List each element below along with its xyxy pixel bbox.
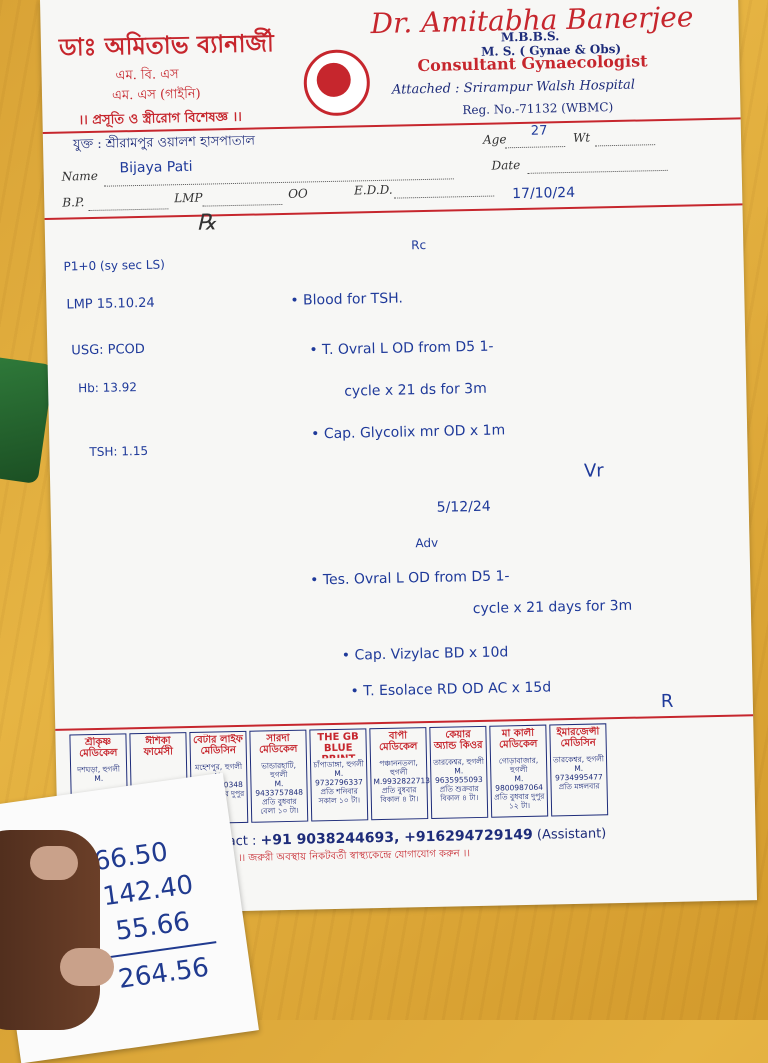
name-label: Name — [61, 168, 98, 184]
mother-baby-icon — [316, 62, 352, 98]
pharmacy-card: THE GB BLUE PRINT চাঁপাডাঙ্গা, হুগলী M. … — [309, 728, 369, 822]
pharmacy-time: প্রতি শুক্রবার বিকাল ৪ টা। — [439, 783, 479, 803]
letterhead: ডাঃ অমিতাভ ব্যানার্জী এম. বি. এস এম. এস … — [40, 0, 743, 230]
pharmacy-phone: M. 9734995477 — [554, 763, 603, 783]
pharmacy-card: বাপী মেডিকেল পঞ্চাননতলা, হুগলী M.9932822… — [369, 727, 430, 821]
pharmacy-name: বেটার লাইফ মেডিসিন — [193, 733, 244, 757]
age-value: 27 — [530, 123, 548, 139]
rx-symbol: ℞ — [196, 210, 217, 236]
pharmacy-card: সারদা মেডিকেল ভান্ডারহাটি, হুগলী M. 9433… — [249, 729, 309, 823]
thumbnail — [30, 846, 78, 880]
pharmacy-phone: M. 9635955093 — [434, 766, 483, 785]
bp-dots — [88, 207, 169, 212]
pharmacy-name: মা কালী মেডিকেল — [498, 727, 538, 751]
visit2-signature: R — [660, 690, 674, 713]
prescription-paper: ডাঃ অমিতাভ ব্যানার্জী এম. বি. এস এম. এস … — [40, 0, 758, 915]
degree-bengali-1: এম. বি. এস — [115, 67, 179, 84]
pharmacy-time: প্রতি শনিবার সকাল ১০ টা। — [318, 786, 361, 806]
age-dots — [505, 145, 566, 149]
pharmacy-card: মা কালী মেডিকেল গোড়াবাজার, হুগলী M. 980… — [489, 724, 549, 818]
fields-divider — [44, 203, 743, 220]
visit1-marker: Rc — [411, 237, 427, 253]
lmp-label: LMP — [174, 190, 203, 206]
registration-number: Reg. No.-71132 (WBMC) — [462, 100, 614, 118]
contact-line: act : +91 9038244693, +916294729149 (Ass… — [227, 825, 607, 849]
note-hb: Hb: 13.92 — [77, 380, 138, 396]
pharmacy-time — [133, 763, 184, 764]
age-label: Age — [482, 132, 507, 147]
visit1-line-4: • Cap. Glycolix mr OD x 1m — [310, 422, 506, 443]
fingernail — [60, 948, 114, 986]
visit2-date: 5/12/24 — [436, 498, 491, 516]
date-dots — [527, 168, 668, 174]
date-value: 17/10/24 — [512, 184, 576, 203]
slip-total: 264.56 — [116, 952, 211, 995]
note-tsh: TSH: 1.15 — [89, 443, 149, 460]
pharmacy-phone: M. 9800987064 — [495, 774, 544, 793]
pharmacy-name: ঈশিকা ফার্মেসী — [143, 735, 174, 758]
date-label: Date — [491, 157, 521, 173]
pharmacy-name: THE GB BLUE PRINT — [317, 731, 359, 758]
slip-value-1: 66.50 — [91, 837, 170, 878]
visit1-line-1: • Blood for TSH. — [290, 290, 404, 309]
pharmacy-phone: M. 9732796337 — [315, 768, 363, 788]
pharmacy-address: পঞ্চাননতলা, হুগলী — [379, 758, 418, 777]
pharmacy-time: প্রতি বুধবার বিকাল ৪ টা। — [380, 785, 419, 805]
name-dots — [103, 177, 454, 187]
pharmacy-phone — [133, 763, 184, 764]
name-value: Bijaya Pati — [119, 158, 193, 177]
visit2-line-3: • Cap. Vizylac BD x 10d — [341, 644, 509, 664]
weight-dots — [595, 143, 656, 147]
pharmacy-name: সারদা মেডিকেল — [258, 732, 298, 756]
pharmacy-phone: M. 9433757848 — [255, 779, 304, 798]
visit2-marker: Adv — [415, 535, 439, 551]
visit1-line-2: • T. Ovral L OD from D5 1- — [309, 338, 494, 359]
contact-note: (Assistant) — [536, 826, 607, 843]
degree-english: M.B.B.S. — [500, 29, 560, 45]
consultant-english: Consultant Gynaecologist — [417, 51, 648, 76]
doctor-name-bengali: ডাঃ অমিতাভ ব্যানার্জী — [58, 28, 275, 62]
visit2-line-4: • T. Esolace RD OD AC x 15d — [350, 679, 552, 700]
pharmacy-card: কেয়ার অ্যান্ড কিওর তারকেশ্বর, হুগলী M. … — [429, 725, 489, 819]
note-obstetric: P1+0 (sy sec LS) — [63, 257, 165, 274]
edd-label: E.D.D. — [353, 182, 393, 198]
visit1-line-3: cycle x 21 ds for 3m — [344, 380, 487, 400]
oo-label: OO — [287, 186, 308, 201]
visit2-line-2: cycle x 21 days for 3m — [472, 597, 633, 618]
pharmacy-name: ইমারজেন্সী মেডিসিন — [556, 726, 600, 750]
visit2-line-1: • Tes. Ovral L OD from D5 1- — [310, 568, 510, 589]
pharmacy-time: প্রতি মঙ্গলবার — [558, 781, 600, 792]
visit1-signature: Vr — [583, 460, 604, 482]
pharmacy-footer: শ্রীকৃষ্ণ মেডিকেল দশঘড়া, হুগলী M. ঈশিকা… — [55, 714, 754, 864]
pharmacy-address: ভান্ডারহাটি, হুগলী — [261, 760, 297, 780]
pharmacy-name: বাপী মেডিকেল — [378, 730, 418, 754]
bp-label: B.P. — [62, 195, 85, 210]
breastfeeding-logo — [303, 49, 371, 117]
lmp-dots — [202, 202, 283, 207]
pharmacy-address: গোড়াবাজার, হুগলী — [498, 755, 539, 775]
degree-bengali-2: এম. এস (গাইনি) — [111, 86, 201, 104]
pharmacy-address — [133, 763, 184, 764]
address-bengali: যুক্ত : শ্রীরামপুর ওয়ালশ হাসপাতাল — [72, 133, 256, 153]
attached-hospital: Attached : Srirampur Walsh Hospital — [391, 77, 636, 98]
contact-numbers: +91 9038244693, +916294729149 — [260, 826, 533, 849]
note-usg: USG: PCOD — [71, 341, 146, 359]
edd-dots — [394, 194, 495, 199]
slip-value-2: 142.40 — [100, 869, 196, 913]
pharmacy-time: প্রতি বুধবার দুপুর ১২ টা। — [494, 791, 545, 811]
emergency-note: ।। জরুরী অবস্থায় নিকটবর্তী স্বাস্থ্যকেন… — [237, 848, 471, 865]
pharmacy-time: প্রতি বুধবার বেলা ১০ টা। — [260, 796, 299, 816]
pharmacy-name: শ্রীকৃষ্ণ মেডিকেল — [79, 736, 118, 760]
note-lmp: LMP 15.10.24 — [66, 295, 155, 313]
pharmacy-card: ইমারজেন্সী মেডিসিন তারকেশ্বর, হুগলী M. 9… — [549, 723, 609, 817]
weight-label: Wt — [572, 130, 591, 145]
pharmacy-name: কেয়ার অ্যান্ড কিওর — [433, 729, 483, 752]
slip-value-3: 55.66 — [113, 906, 192, 947]
pharmacy-phone: M. — [94, 773, 104, 784]
